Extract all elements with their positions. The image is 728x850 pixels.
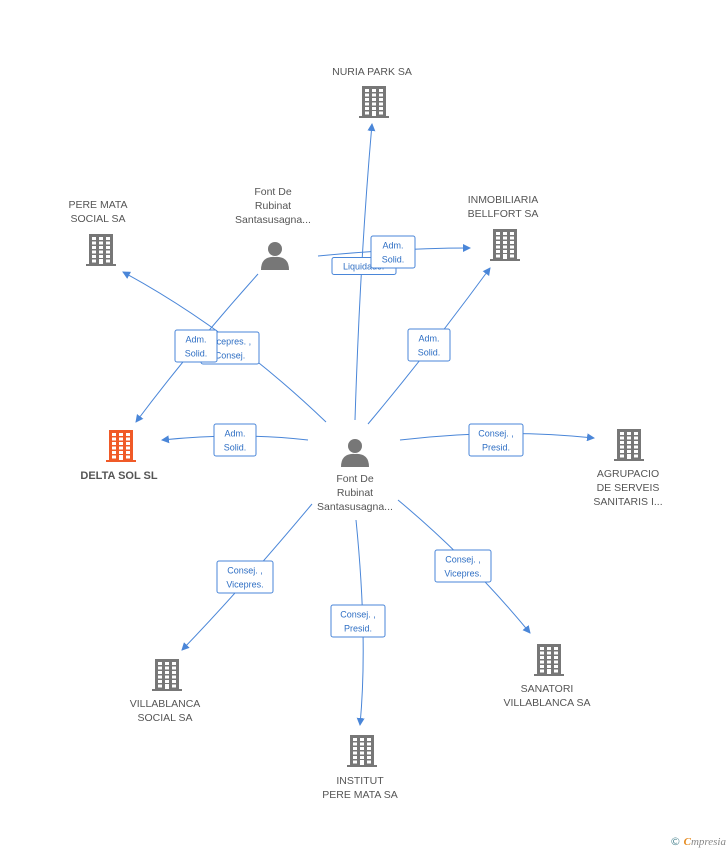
node-label: PERE MATA SA	[322, 789, 397, 801]
edge-label-text: Consej. ,	[445, 555, 481, 565]
node-label: NURIA PARK SA	[332, 66, 412, 78]
node-label: BELLFORT SA	[468, 208, 539, 220]
node-sanatori[interactable]: SANATORI VILLABLANCA SA	[504, 644, 591, 709]
node-label: PERE MATA	[68, 199, 127, 211]
node-label: VILLABLANCA SA	[504, 697, 591, 709]
node-label: SANATORI	[521, 683, 574, 695]
edge-label-text: Vicepres. ,	[209, 337, 251, 347]
edge-label-text: Adm.	[382, 241, 403, 251]
edge-label-e_p2_inmob[interactable]: Adm. Solid.	[370, 235, 416, 269]
edge-label-text: Liquidador	[343, 262, 385, 272]
node-villablanca_social[interactable]: VILLABLANCA SOCIAL SA	[130, 659, 201, 724]
node-institut[interactable]: INSTITUT PERE MATA SA	[322, 735, 398, 801]
node-label: VILLABLANCA	[130, 698, 201, 710]
node-label: INSTITUT	[336, 775, 384, 787]
edge-label-text: Adm.	[224, 429, 245, 439]
building-icon	[359, 86, 389, 118]
brand-initial: C	[683, 836, 691, 848]
building-icon	[347, 735, 377, 767]
node-label: Santasusagna...	[317, 501, 393, 513]
node-nuria[interactable]: NURIA PARK SA	[332, 66, 412, 118]
brand-name: mpresia	[690, 836, 726, 848]
node-agrupacio[interactable]: AGRUPACIO DE SERVEIS SANITARIS I...	[593, 429, 663, 508]
edge-label-e_delta[interactable]: Adm. Solid.	[213, 423, 257, 457]
edge-label-box	[213, 423, 257, 457]
edge-label-text: Vicepres.	[444, 569, 481, 579]
node-peremata[interactable]: PERE MATA SOCIAL SA	[68, 199, 128, 266]
edge-label-text: Solid.	[382, 255, 405, 265]
edge-label-text: Presid.	[482, 443, 510, 453]
edge-label-text: Consej. ,	[340, 610, 376, 620]
edge-label-text: Consej. ,	[227, 566, 263, 576]
node-label: SOCIAL SA	[137, 712, 192, 724]
node-label: SOCIAL SA	[70, 213, 125, 225]
person-icon	[261, 242, 289, 270]
node-label: Font De	[336, 473, 374, 485]
edge-label-e_agrupacio[interactable]: Consej. , Presid.	[468, 423, 524, 457]
node-deltasol[interactable]: DELTA SOL SL	[80, 430, 158, 482]
edge-label-e_peremata[interactable]: Adm. Solid.	[174, 329, 218, 363]
node-label: Rubinat	[255, 200, 291, 212]
person-icon	[341, 439, 369, 467]
node-label: SANITARIS I...	[593, 496, 662, 508]
node-label: INMOBILIARIA	[468, 194, 539, 206]
edge-label-e_villa_social[interactable]: Consej. , Vicepres.	[216, 560, 274, 594]
edge-label-box	[468, 423, 524, 457]
building-icon	[534, 644, 564, 676]
node-person2[interactable]: Font De RubinatSantasusagna...	[235, 186, 311, 270]
node-label: Santasusagna...	[235, 214, 311, 226]
edge-label-text: Solid.	[418, 348, 441, 358]
empresia-watermark[interactable]: © Cmpresia	[670, 835, 726, 848]
building-icon	[152, 659, 182, 691]
edge-label-box	[434, 549, 492, 583]
node-label: AGRUPACIO	[597, 468, 659, 480]
edge-label-text: Consej. ,	[478, 429, 514, 439]
edge-label-text: Vicepres.	[226, 580, 263, 590]
edge-label-e_inmob[interactable]: Adm. Solid.	[407, 328, 451, 362]
edge-label-text: Adm.	[418, 334, 439, 344]
node-label: DELTA SOL SL	[80, 470, 157, 482]
edge-label-e_sanatori[interactable]: Consej. , Vicepres.	[434, 549, 492, 583]
building-icon	[86, 234, 116, 266]
edge-label-text: Adm.	[185, 335, 206, 345]
edge-label-box	[216, 560, 274, 594]
node-label: DE SERVEIS	[597, 482, 660, 494]
building-icon	[490, 229, 520, 261]
edge-label-e_institut[interactable]: Consej. , Presid.	[330, 604, 386, 638]
edge-label-box	[330, 604, 386, 638]
edge-label-text: Consej.	[215, 351, 246, 361]
node-center[interactable]: Font De RubinatSantasusagna...	[317, 439, 393, 513]
node-label: Rubinat	[337, 487, 373, 499]
building-icon	[106, 430, 136, 462]
edge-label-box	[370, 235, 416, 269]
building-icon	[614, 429, 644, 461]
edge-label-text: Presid.	[344, 624, 372, 634]
edge-label-box	[407, 328, 451, 362]
edge-label-box	[174, 329, 218, 363]
node-inmobiliaria[interactable]: INMOBILIARIA BELLFORT SA	[468, 194, 539, 261]
edge-label-text: Solid.	[185, 349, 208, 359]
copyright-icon: ©	[669, 835, 681, 848]
node-label: Font De	[254, 186, 292, 198]
edge-label-text: Solid.	[224, 443, 247, 453]
